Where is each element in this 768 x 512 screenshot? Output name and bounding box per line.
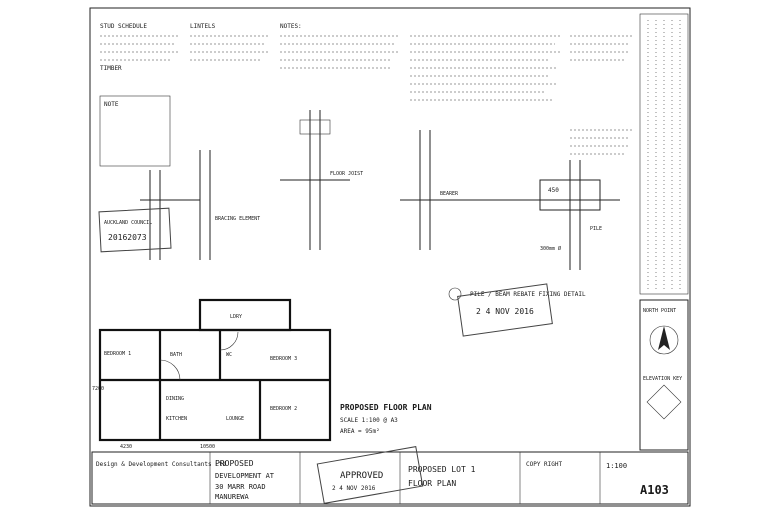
joist-detail: FLOOR JOIST bbox=[280, 110, 363, 250]
joist-label: FLOOR JOIST bbox=[330, 171, 363, 177]
bracing-detail: BRACING ELEMENT bbox=[140, 150, 260, 260]
elevation-key-label: ELEVATION KEY bbox=[643, 376, 682, 382]
room-dining: DINING bbox=[166, 396, 184, 402]
sheet-border bbox=[89, 7, 691, 507]
notes-block: STUD SCHEDULE TIMBER LINTELS NOTES: NOTE bbox=[99, 23, 632, 167]
dim-side: 7200 bbox=[92, 386, 104, 392]
room-bedroom-1: BEDROOM 1 bbox=[104, 351, 131, 357]
pile-detail-title: PILE / BEAM REBATE FIXING DETAIL bbox=[470, 291, 586, 298]
room-lounge: LOUNGE bbox=[226, 416, 244, 422]
plan-area: AREA = 95m² bbox=[340, 428, 380, 435]
room-bedroom-2: BEDROOM 2 bbox=[270, 406, 297, 412]
right-notes-column bbox=[639, 13, 689, 295]
project-desc: DEVELOPMENT AT bbox=[215, 472, 275, 480]
bearer-label: BEARER bbox=[440, 191, 459, 197]
north-elevation-panel: NORTH POINT ELEVATION KEY bbox=[639, 299, 689, 451]
floor-plan: BEDROOM 1 BEDROOM 2 BEDROOM 3 KITCHEN LO… bbox=[92, 298, 432, 450]
plan-scale: SCALE 1:100 @ A3 bbox=[340, 417, 398, 424]
council-stamp-text: AUCKLAND COUNCIL bbox=[104, 220, 152, 226]
room-bath: BATH bbox=[170, 352, 182, 358]
room-bedroom-3: BEDROOM 3 bbox=[270, 356, 297, 362]
council-reference: 20162073 bbox=[108, 233, 147, 242]
north-point-label: NORTH POINT bbox=[643, 308, 676, 314]
project-address: 30 MARR ROAD bbox=[215, 483, 266, 491]
approved-stamp-date: 2 4 NOV 2016 bbox=[332, 485, 376, 492]
pile-label: PILE bbox=[590, 226, 602, 232]
note-box bbox=[99, 95, 171, 167]
dim-a: 4230 bbox=[120, 444, 132, 450]
room-wc: WC bbox=[226, 352, 232, 358]
sheet-number: A103 bbox=[640, 483, 669, 497]
bearer-detail: BEARER bbox=[400, 130, 520, 250]
copyright-label: COPY RIGHT bbox=[526, 461, 563, 468]
council-stamp: AUCKLAND COUNCIL 20162073 bbox=[98, 207, 172, 253]
drawing-scale: 1:100 bbox=[606, 462, 627, 470]
sheet-subtitle: FLOOR PLAN bbox=[408, 479, 456, 488]
elevation-key-icon bbox=[646, 384, 682, 420]
approved-stamp: APPROVED 2 4 NOV 2016 bbox=[316, 446, 424, 504]
date-stamp: 2 4 NOV 2016 bbox=[457, 283, 553, 337]
notes-heading: NOTES: bbox=[280, 23, 302, 30]
lintels-heading: LINTELS bbox=[190, 23, 216, 30]
project-suburb: MANUREWA bbox=[215, 493, 250, 501]
date-stamp-text: 2 4 NOV 2016 bbox=[476, 307, 534, 316]
company-name: Design & Development Consultants Ltd bbox=[96, 461, 226, 468]
note-box-label: NOTE bbox=[104, 101, 119, 108]
stud-schedule-heading: STUD SCHEDULE bbox=[100, 23, 147, 30]
room-kitchen: KITCHEN bbox=[166, 416, 187, 422]
dim-overall: 10500 bbox=[200, 444, 215, 450]
room-laundry: LDRY bbox=[230, 314, 242, 320]
pile-dim-450: 450 bbox=[548, 187, 559, 194]
bracing-label: BRACING ELEMENT bbox=[215, 216, 260, 222]
sheet-title: PROPOSED LOT 1 bbox=[408, 465, 476, 474]
pile-diameter: 300mm Ø bbox=[540, 245, 561, 252]
timber-heading: TIMBER bbox=[100, 65, 122, 72]
plan-title: PROPOSED FLOOR PLAN bbox=[340, 403, 432, 412]
pile-detail: 450 PILE 300mm Ø PILE / BEAM REBATE FIXI… bbox=[448, 160, 620, 301]
title-block: Design & Development Consultants Ltd PRO… bbox=[91, 451, 689, 505]
section-marker-icon bbox=[448, 287, 462, 301]
project-label: PROPOSED bbox=[215, 459, 254, 468]
approved-stamp-text: APPROVED bbox=[340, 471, 383, 481]
